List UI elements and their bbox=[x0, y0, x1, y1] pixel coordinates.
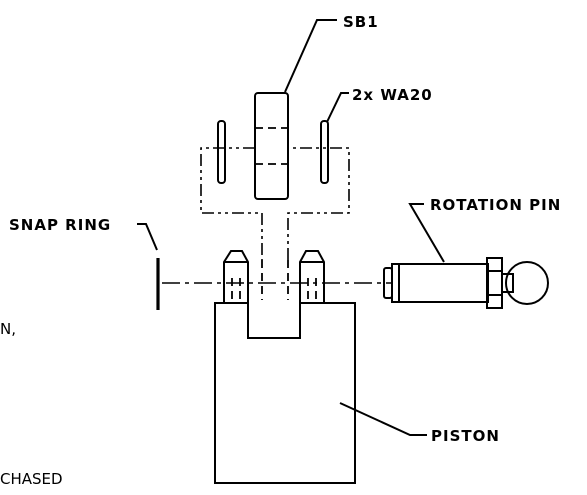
label-sb1: SB1 bbox=[343, 13, 379, 31]
label-piston: PISTON bbox=[431, 427, 500, 445]
rotation-pin bbox=[383, 257, 549, 309]
label-rotation-pin: ROTATION PIN bbox=[430, 196, 561, 214]
washer-left bbox=[217, 120, 226, 184]
clevis-phantom-outline bbox=[200, 147, 350, 260]
note-fragment-top: N, bbox=[0, 320, 16, 338]
leader-rotation-pin bbox=[408, 203, 445, 263]
leader-piston bbox=[339, 402, 427, 436]
leader-sb1 bbox=[284, 19, 337, 93]
label-snap-ring: SNAP RING bbox=[9, 216, 111, 234]
washer-right bbox=[320, 120, 329, 184]
piston bbox=[214, 250, 356, 484]
leader-snap-ring bbox=[137, 223, 158, 251]
label-washers: 2x WA20 bbox=[352, 86, 433, 104]
sb1-bushing bbox=[254, 92, 289, 200]
leader-washers bbox=[326, 92, 349, 123]
note-fragment-bottom: CHASED bbox=[0, 470, 63, 488]
